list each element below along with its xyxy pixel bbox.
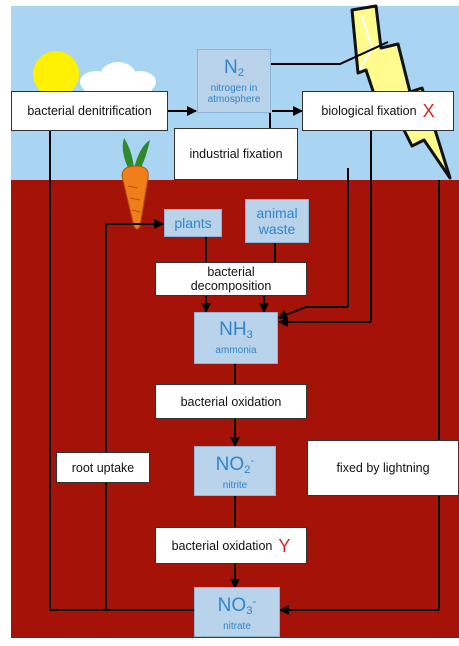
oxidation-1-label: bacterial oxidation	[180, 394, 282, 409]
node-plants: plants	[164, 209, 222, 237]
node-animal-waste: animal waste	[245, 199, 309, 243]
marker-x: X	[422, 101, 435, 121]
no2-charge: -	[250, 455, 255, 467]
connector-lines	[49, 41, 440, 611]
animal-waste-line2: waste	[258, 221, 296, 237]
n2-caption-line2: atmosphere	[207, 93, 261, 105]
arrow-root-uptake-to-plants	[105, 219, 164, 229]
process-oxidation-2: bacterial oxidation Y	[155, 527, 307, 564]
arrow-industrial-to-nh3	[277, 306, 307, 320]
oxidation-2-label: bacterial oxidation	[171, 538, 273, 553]
lightning-fixation-label: fixed by lightning	[336, 461, 430, 475]
marker-y: Y	[278, 535, 291, 556]
no2-caption: nitrite	[222, 480, 248, 491]
decomposition-line1: bacterial	[207, 265, 255, 279]
industrial-fixation-label: industrial fixation	[189, 147, 283, 161]
no3-subscript: 3	[246, 605, 253, 617]
node-nh3: NH3 ammonia	[194, 312, 278, 364]
nh3-subscript: 3	[246, 329, 253, 341]
process-decomposition: bacterial decomposition	[155, 262, 307, 296]
no3-formula: NO	[217, 595, 247, 616]
nh3-formula: NH	[219, 319, 247, 340]
no2-subscript: 2	[244, 464, 251, 476]
no3-caption: nitrate	[223, 621, 251, 632]
n2-subscript: 2	[237, 66, 245, 79]
process-root-uptake: root uptake	[56, 452, 150, 483]
process-lightning-fixation: fixed by lightning	[307, 440, 459, 496]
no2-formula: NO	[215, 454, 245, 475]
node-no3: NO3- nitrate	[194, 587, 280, 637]
n2-formula: N	[223, 56, 238, 78]
nh3-caption: ammonia	[215, 345, 257, 356]
node-n2: N2 nitrogen in atmosphere	[197, 49, 271, 113]
no3-charge: -	[252, 596, 257, 608]
flow-arrows	[105, 106, 439, 615]
node-no2: NO2- nitrite	[194, 446, 276, 496]
plants-label: plants	[174, 215, 212, 231]
process-denitrification: bacterial denitrification	[11, 91, 168, 131]
decomposition-line2: decomposition	[190, 279, 272, 293]
n2-caption-line1: nitrogen in	[210, 82, 258, 94]
sun-icon	[33, 51, 79, 97]
process-industrial-fixation: industrial fixation	[174, 128, 298, 180]
denitrification-label: bacterial denitrification	[27, 104, 152, 118]
animal-waste-line1: animal	[256, 205, 298, 221]
carrot-icon	[121, 138, 150, 230]
process-biological-fixation: biological fixation X	[302, 91, 454, 131]
biological-fixation-label: biological fixation	[321, 104, 417, 118]
root-uptake-label: root uptake	[71, 460, 135, 475]
process-oxidation-1: bacterial oxidation	[155, 384, 307, 419]
